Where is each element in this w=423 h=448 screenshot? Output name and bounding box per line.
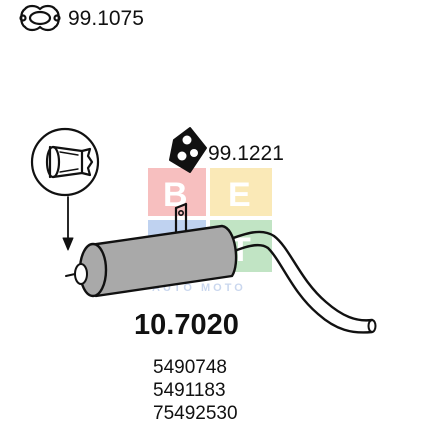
pipe-clamp-icon <box>19 4 61 32</box>
oem-number: 75492530 <box>153 403 238 424</box>
muffler-part-number: 10.7020 <box>134 309 239 341</box>
hanger-part-number: 99.1221 <box>208 142 284 165</box>
watermark-block-yellow <box>210 168 272 216</box>
oem-number-list: 5490748 5491183 75492530 <box>153 356 238 425</box>
watermark-letter: E <box>228 176 251 214</box>
clamp-part-number: 99.1075 <box>68 7 144 30</box>
rubber-hanger-icon <box>169 127 207 173</box>
oem-number: 5491183 <box>153 380 226 401</box>
oem-number: 5490748 <box>153 357 227 378</box>
pipe-connector-icon <box>30 127 100 197</box>
callout-arrow <box>62 196 74 251</box>
rear-muffler-icon <box>65 202 377 334</box>
